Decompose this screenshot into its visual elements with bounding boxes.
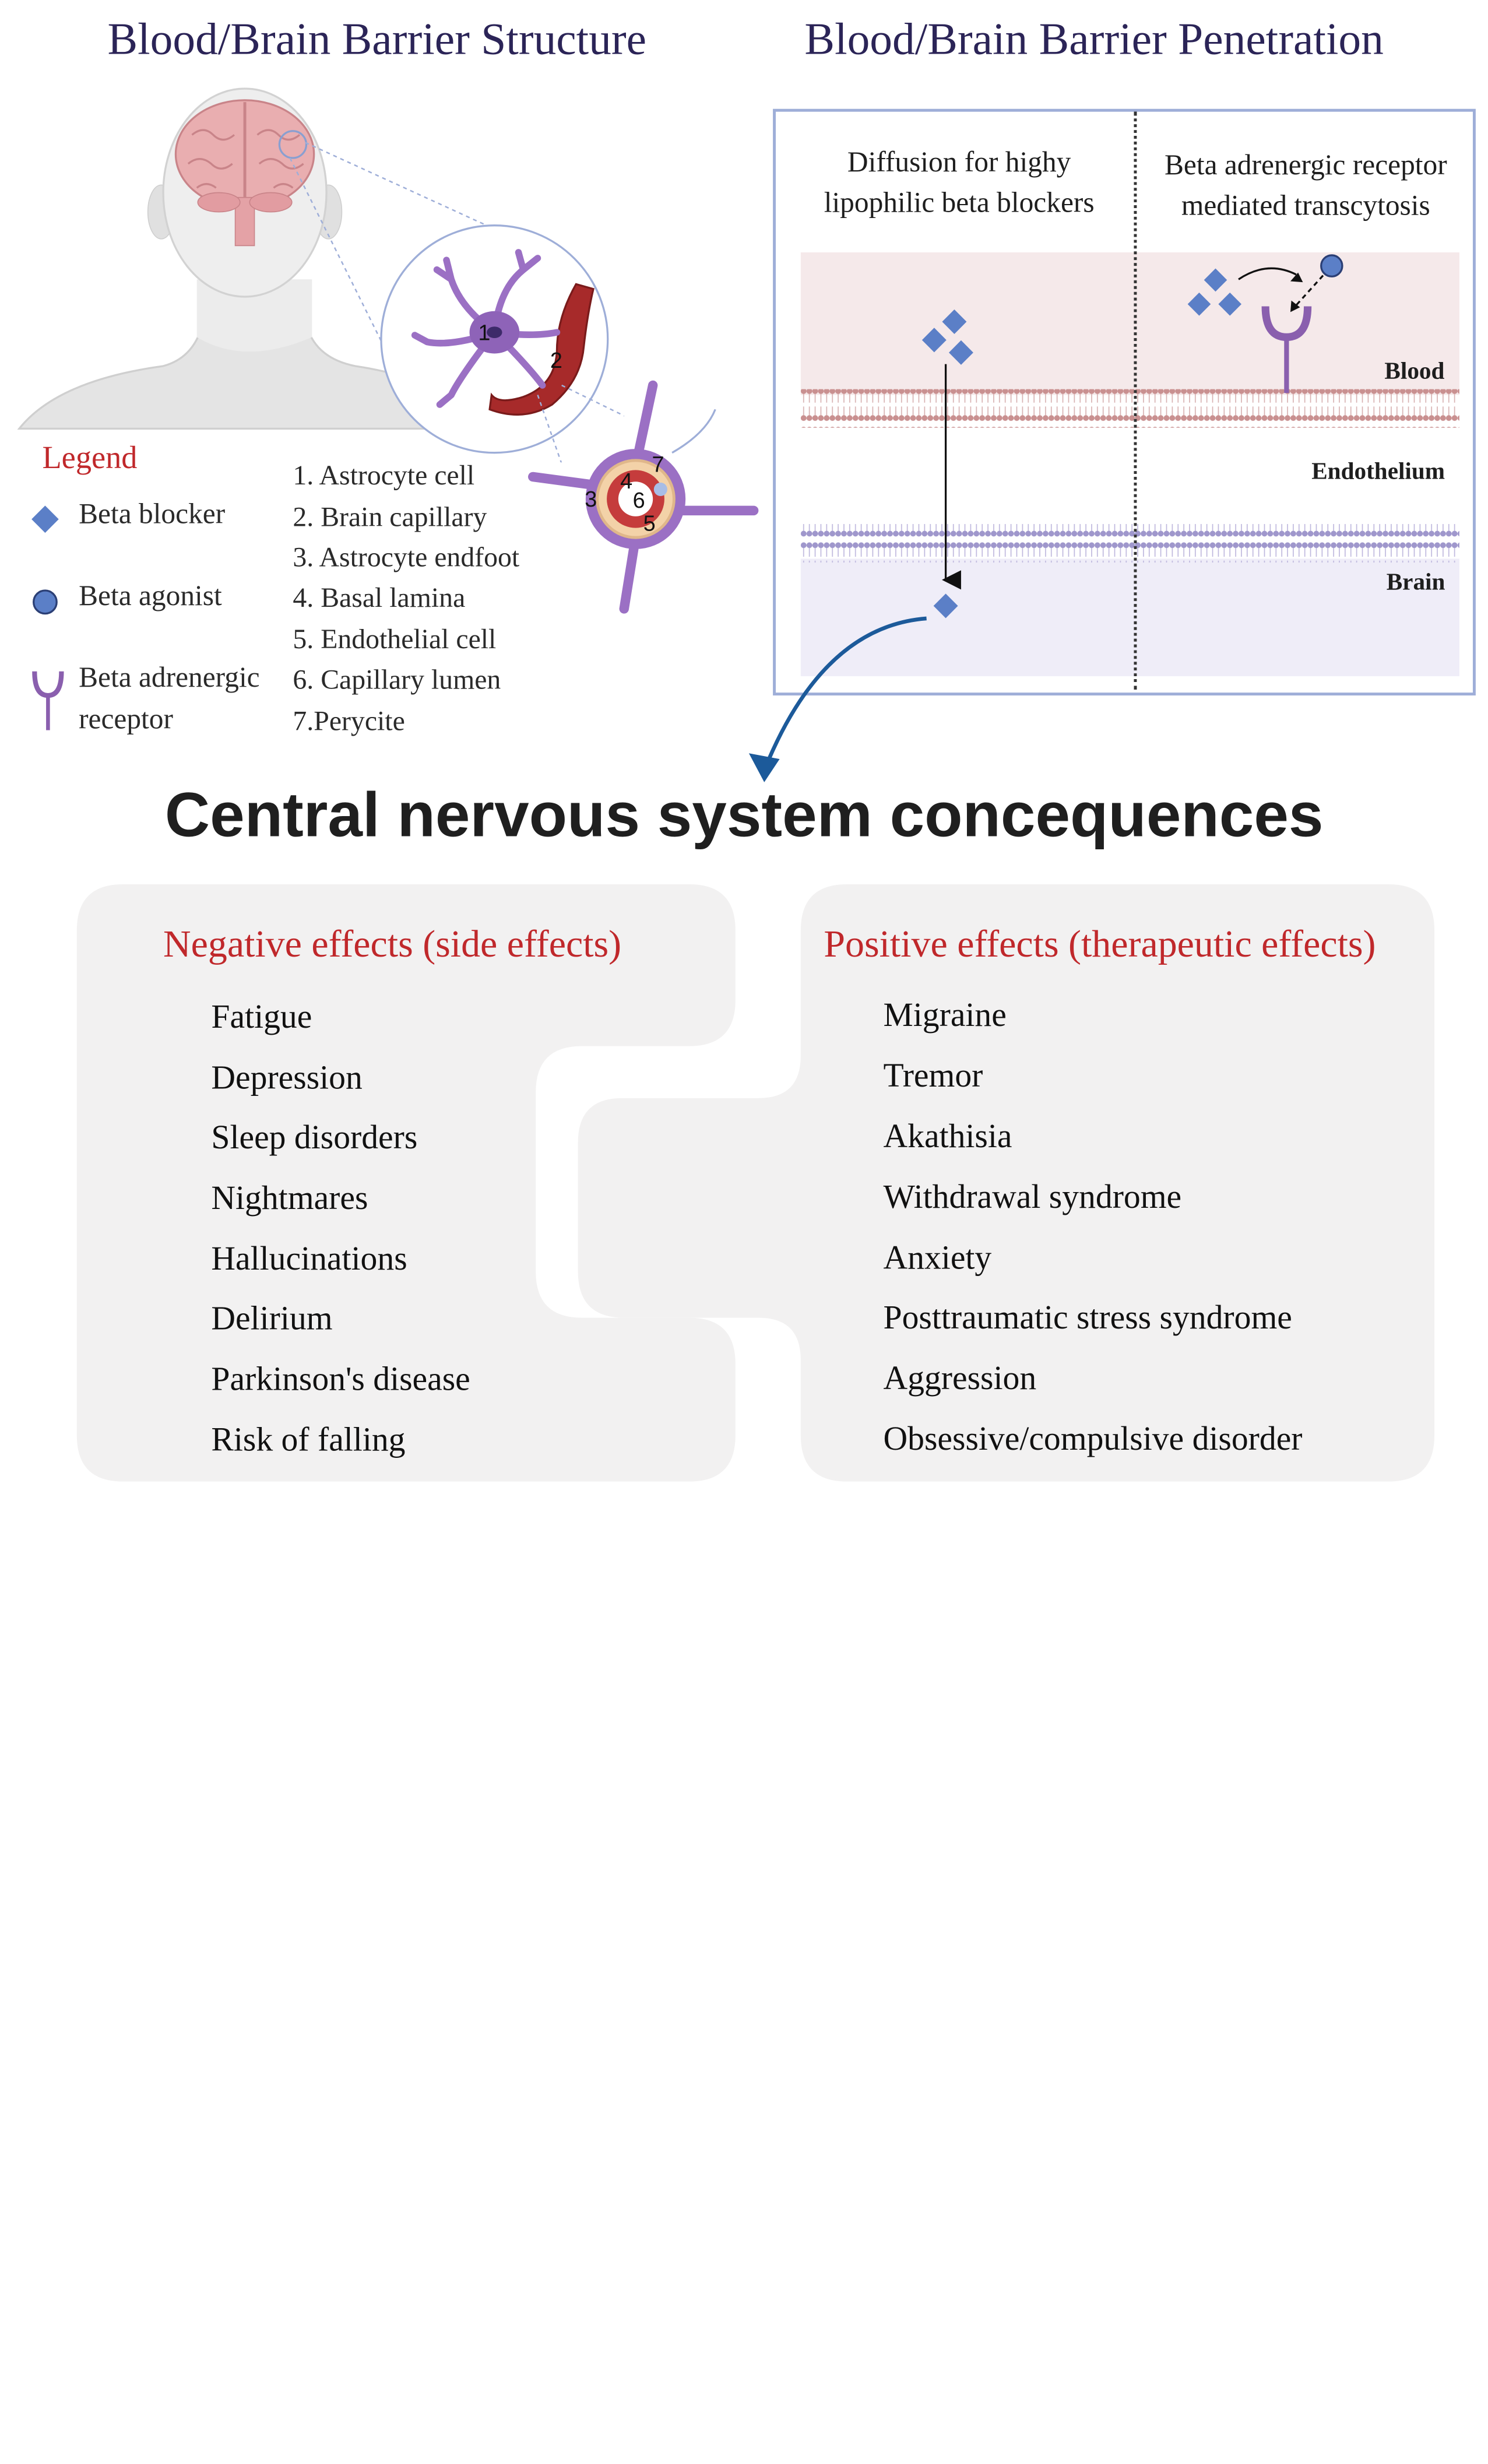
beta-blocker-cluster <box>921 309 973 365</box>
transcytosis-header: Beta adrenergic receptor mediated transc… <box>1164 149 1447 222</box>
legend-beta-blocker: Beta blocker <box>79 498 226 530</box>
diffusion-pathway <box>921 309 973 618</box>
negative-item-risk-of-falling: Risk of falling <box>211 1421 406 1458</box>
list-item-brain-capillary: 2. Brain capillary <box>293 501 487 533</box>
legend-icons <box>31 505 64 730</box>
positive-item-aggression: Aggression <box>883 1359 1037 1397</box>
head-brain-illustration <box>17 87 500 430</box>
legend-beta-agonist: Beta agonist <box>79 579 222 612</box>
negative-item-delirium: Delirium <box>211 1299 333 1337</box>
receptor-icon <box>32 671 64 698</box>
blood-compartment <box>800 252 1459 395</box>
diagram-number-5: 5 <box>643 511 656 536</box>
list-item-astrocyte-endfoot: 3. Astrocyte endfoot <box>293 542 520 574</box>
penetration-divider <box>1134 111 1137 690</box>
negative-item-depression: Depression <box>211 1059 363 1096</box>
blood-label: Blood <box>1384 358 1445 385</box>
transcytosis-pathway <box>1187 254 1343 393</box>
cns-arrow <box>748 616 927 782</box>
diagram-number-6: 6 <box>633 488 645 513</box>
negative-effects-title: Negative effects (side effects) <box>163 922 622 965</box>
capillary-lumen <box>618 481 653 516</box>
brain-compartment <box>800 558 1459 677</box>
positive-item-akathisia: Akathisia <box>883 1117 1012 1155</box>
negative-item-nightmares: Nightmares <box>211 1179 368 1217</box>
positive-item-ocd: Obsessive/compulsive disorder <box>883 1419 1303 1458</box>
positive-effects-title: Positive effects (therapeutic effects) <box>824 922 1376 965</box>
positive-item-withdrawal-syndrome: Withdrawal syndrome <box>883 1178 1182 1216</box>
positive-item-tremor: Tremor <box>883 1056 983 1095</box>
legend-title: Legend <box>42 441 138 476</box>
endothelium-membranes <box>800 389 1459 563</box>
beta-blocker-group <box>1187 268 1241 316</box>
list-item-endothelial-cell: 5. Endothelial cell <box>293 624 497 655</box>
penetration-title: Blood/Brain Barrier Penetration <box>804 14 1384 65</box>
brain-icon <box>174 99 315 247</box>
beta-receptor-icon <box>1261 306 1312 341</box>
brain-label: Brain <box>1386 569 1445 596</box>
endothelium-label: Endothelium <box>1311 458 1445 485</box>
positive-item-anxiety: Anxiety <box>883 1239 992 1277</box>
diagram-number-4: 4 <box>620 469 632 494</box>
negative-item-fatigue: Fatigue <box>211 997 312 1036</box>
astrocyte-zoom-circle: 1 2 <box>380 224 624 463</box>
diagram-number-7: 7 <box>652 453 664 477</box>
list-item-capillary-lumen: 6. Capillary lumen <box>293 665 501 696</box>
effects-background <box>76 884 1435 1482</box>
positive-item-ptsd: Posttraumatic stress syndrome <box>883 1298 1292 1337</box>
list-item-basal-lamina: 4. Basal lamina <box>293 582 466 614</box>
list-item-astrocyte-cell: 1. Astrocyte cell <box>293 460 475 491</box>
diagram-number-2: 2 <box>550 349 562 373</box>
legend-beta-receptor: Beta adrenergic receptor <box>79 662 260 735</box>
diffusion-header: Diffusion for highy lipophilic beta bloc… <box>824 146 1095 219</box>
negative-item-hallucinations: Hallucinations <box>211 1239 407 1278</box>
circle-icon <box>33 589 58 615</box>
penetration-box <box>773 108 1476 696</box>
beta-blocker-in-brain <box>933 593 958 618</box>
negative-item-parkinsons: Parkinson's disease <box>211 1360 470 1398</box>
capillary-cross-section: 3 4 5 6 7 <box>528 380 759 614</box>
diagram-number-3: 3 <box>585 487 597 512</box>
structure-title: Blood/Brain Barrier Structure <box>107 14 647 65</box>
positive-item-migraine: Migraine <box>883 996 1007 1034</box>
brain-capillary <box>488 283 595 416</box>
cns-title: Central nervous system concequences <box>164 779 1324 850</box>
list-item-perycite: 7.Perycite <box>293 706 405 737</box>
diagram-number-1: 1 <box>478 321 490 345</box>
negative-item-sleep-disorders: Sleep disorders <box>211 1118 418 1156</box>
beta-agonist-icon <box>1320 254 1343 277</box>
diamond-icon <box>31 505 59 533</box>
